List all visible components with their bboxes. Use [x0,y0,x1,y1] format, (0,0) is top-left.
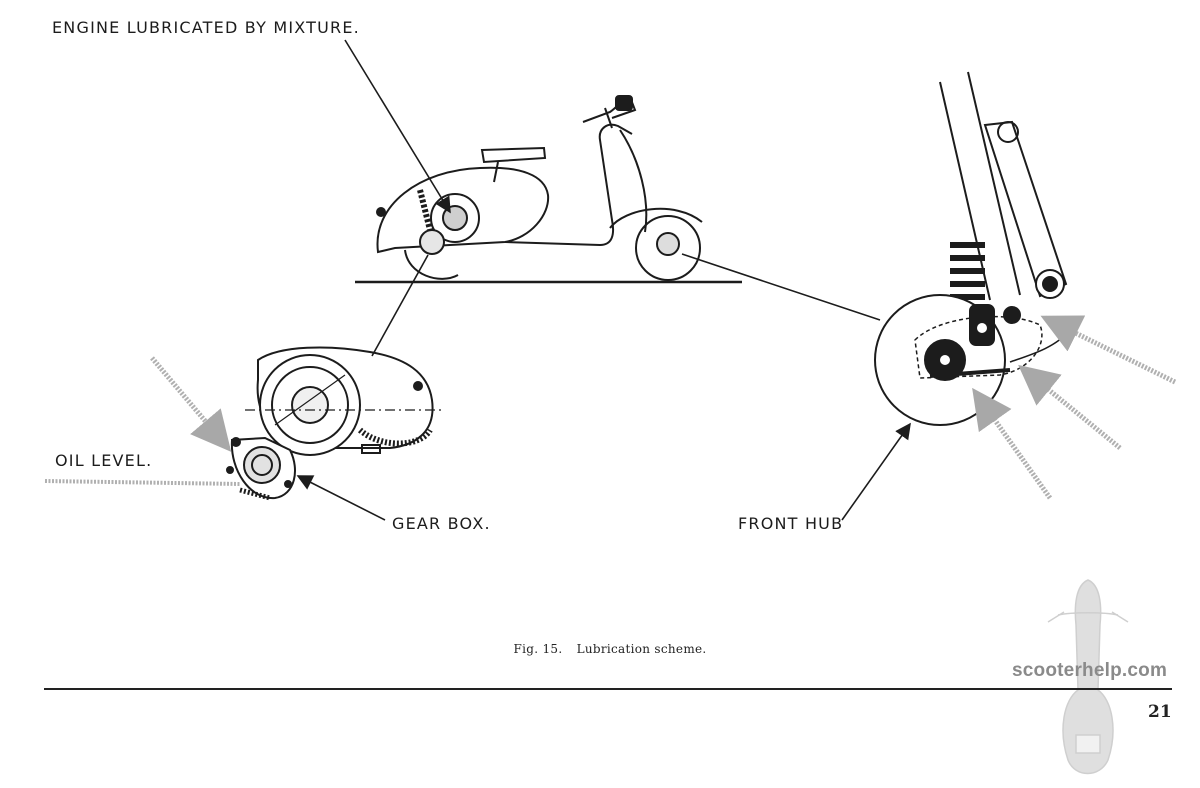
gearbox-fill-arrow [150,356,232,452]
scooter-illustration [355,95,742,284]
engine-label: ENGINE LUBRICATED BY MIXTURE. [52,18,360,37]
figure-title: Lubrication scheme. [576,642,707,656]
watermark-logo [1047,579,1129,775]
rear-body [376,166,550,254]
legshield [504,123,633,247]
leader-gearbox [296,475,386,521]
gearbox-bolt [226,466,234,474]
leader-engine [344,39,451,214]
leader-hub-to-scooter [681,253,881,321]
damper-top-eye [997,121,1019,143]
watermark-text: scooterhelp.com [1012,660,1168,681]
lubrication-arrows [44,315,1177,500]
brake-cam-pin [975,321,989,335]
engine-bolt [413,381,423,391]
gearbox-small [419,229,445,255]
gearbox-gear [243,446,281,484]
leader-front-hub [841,422,911,521]
front-hub-label: FRONT HUB [738,514,844,533]
gearbox-gear-inner [251,454,273,476]
rear-shock [417,189,433,231]
grease-nipple [1003,306,1021,324]
damper-bottom-pin [1042,276,1058,292]
figure-caption: Fig. 15. Lubrication scheme. [0,642,1200,656]
hub-arrow-2 [1018,364,1122,450]
figure-number: Fig. 15. [513,642,563,656]
cylinder-fins [357,427,433,447]
flywheel-hub [291,386,329,424]
seat-post [493,161,499,183]
fork-tube-right [967,71,1021,296]
oil-filler-bolt [231,437,241,447]
gearbox-illustration [226,346,445,501]
front-hub-small [656,232,680,256]
page-rule [44,688,1172,690]
rear-wheel [404,249,459,280]
engine-axis-diag [274,374,346,426]
flywheel-outer [271,366,349,444]
fork-tube-left [939,81,991,301]
tail-light [376,207,386,217]
steering-column [604,107,613,129]
hub-axle [938,353,952,367]
gear-box-label: GEAR BOX. [392,514,491,533]
engine-fan-hub [442,205,468,231]
gearbox-bolt-2 [284,480,292,488]
page-number: 21 [1148,702,1172,722]
front-spring [950,242,985,300]
front-mudguard [609,207,703,229]
hub-arrow-3 [972,387,1053,500]
brake-cable [1009,329,1071,363]
front-hub-illustration [874,71,1071,426]
front-wheel [635,215,701,281]
brake-lever [929,368,1011,378]
oil-level-line [44,479,241,486]
leader-lines [296,39,911,521]
headlamp [615,95,633,111]
gearbox-drain [239,487,271,501]
hub-dashed-outline [914,315,1043,379]
engine-mount [361,444,381,454]
legshield-front [619,129,648,233]
seat [480,146,547,164]
leader-gearbox-to-scooter [371,254,429,357]
hub-arrow-1 [1040,315,1177,385]
oil-level-label: OIL LEVEL. [55,451,153,470]
